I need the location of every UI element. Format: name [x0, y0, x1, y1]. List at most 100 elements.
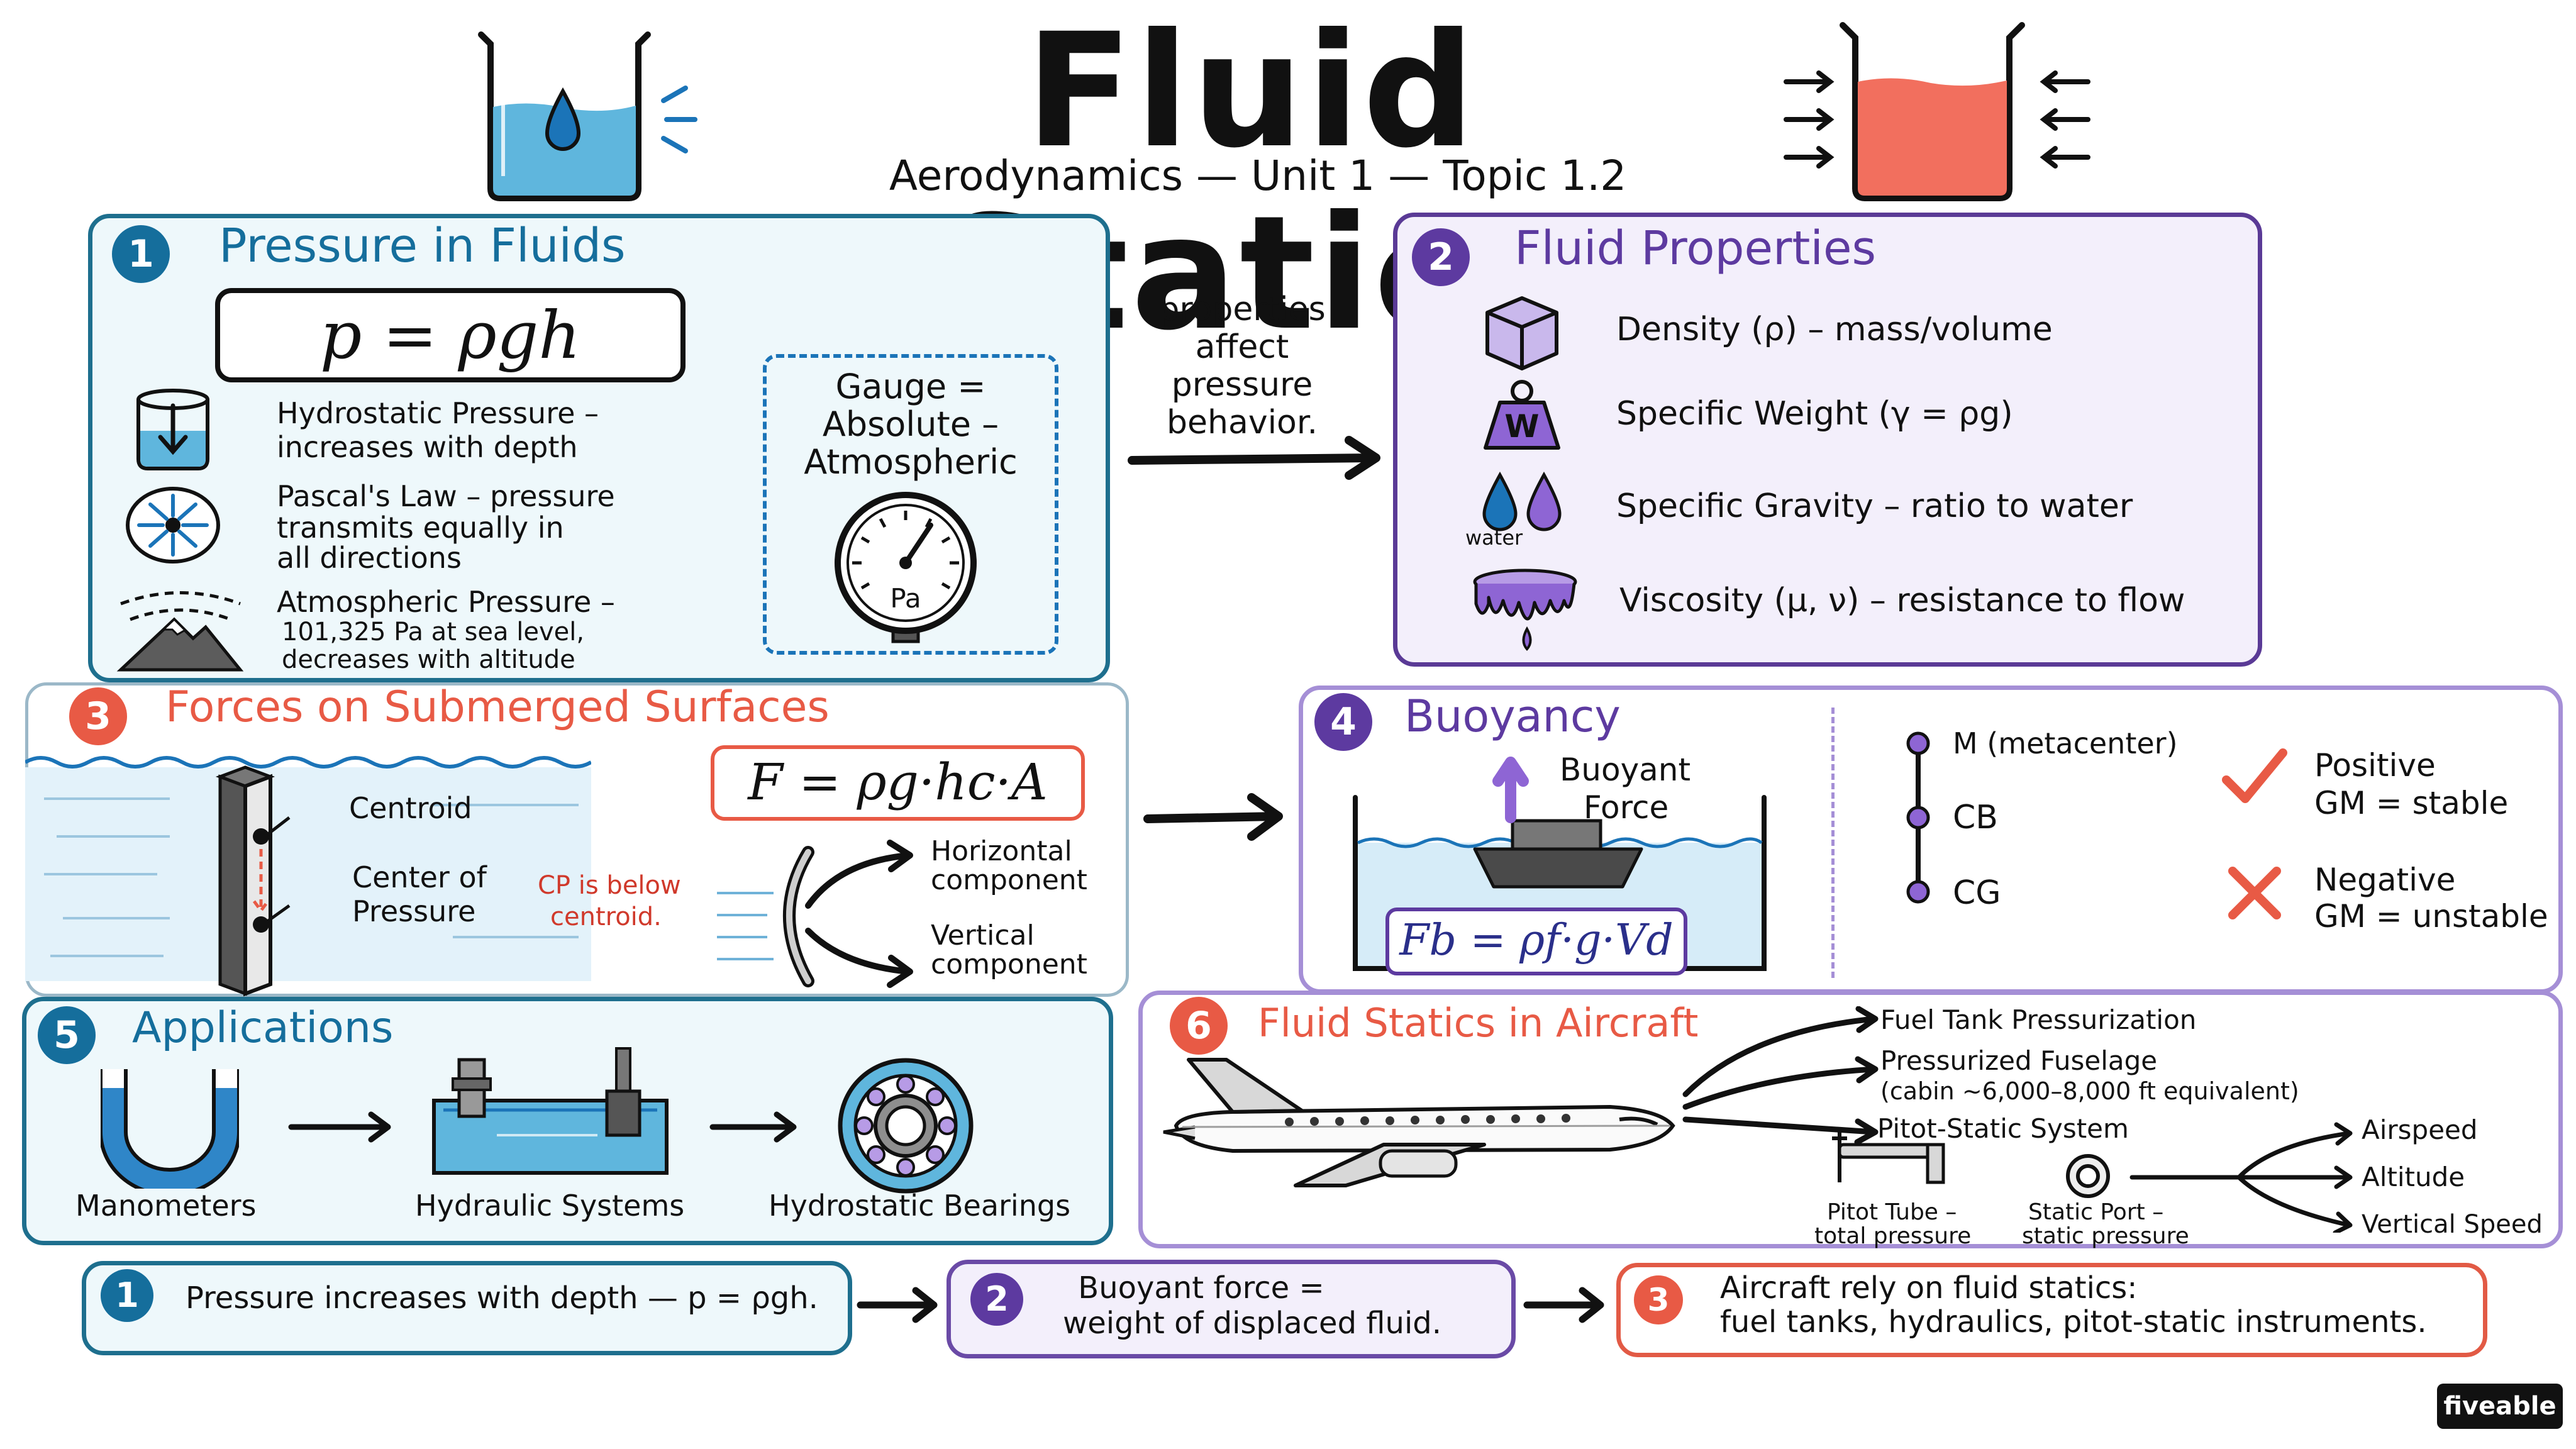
- atmospheric-body: 101,325 Pa at sea level,: [282, 618, 585, 647]
- weight-icon: [1484, 380, 1560, 450]
- hydrostatic-body: increases with depth: [277, 430, 578, 464]
- pascal-body-2: all directions: [277, 541, 462, 575]
- atmospheric-head: Atmospheric Pressure –: [277, 585, 615, 619]
- water-caption: water: [1465, 526, 1523, 550]
- brand-logo: fiveable: [2437, 1384, 2563, 1429]
- manometers-label: Manometers: [75, 1189, 257, 1223]
- summary-card-1: [82, 1261, 852, 1355]
- page-subtitle: Aerodynamics — Unit 1 — Topic 1.2: [889, 152, 1627, 200]
- altitude-label: Altitude: [2362, 1162, 2465, 1192]
- section-number-badge: 4: [1314, 693, 1372, 751]
- gauge-line-1: Gauge =: [835, 367, 986, 406]
- summary-arrow-icon: [1523, 1287, 1604, 1323]
- connector-text: properties affect pressure behavior.: [1132, 291, 1352, 441]
- atmospheric-body-2: decreases with altitude: [282, 645, 575, 674]
- cp-note-1: CP is below: [538, 871, 681, 900]
- gauge-unit-label: Pa: [890, 583, 921, 614]
- connector-text-label: properties affect pressure behavior.: [1158, 291, 1326, 441]
- section-number-badge: 1: [112, 225, 170, 283]
- section-number-badge: 2: [1412, 228, 1470, 286]
- aircraft-branch-arrows: [1682, 1006, 1879, 1145]
- pitot-tube-label-2: total pressure: [1814, 1223, 1972, 1249]
- bearing-icon: [838, 1058, 974, 1194]
- section-title: Fluid Statics in Aircraft: [1258, 1000, 1699, 1046]
- section-number-badge: 3: [69, 687, 127, 745]
- airspeed-label: Airspeed: [2362, 1114, 2478, 1145]
- negative-gm-line-1: Negative: [2314, 862, 2456, 898]
- centroid-label: Centroid: [349, 791, 472, 825]
- cp-label-2: Pressure: [352, 894, 476, 928]
- arrow-right-icon: [288, 1111, 391, 1143]
- brand-label: fiveable: [2443, 1392, 2557, 1421]
- specific-weight-label: Specific Weight (γ = ρg): [1616, 395, 2013, 433]
- section-title: Fluid Properties: [1514, 221, 1877, 275]
- summary-number-badge: 1: [101, 1269, 153, 1322]
- negative-gm-line-2: GM = unstable: [2314, 898, 2548, 935]
- pitot-static-label: Pitot-Static System: [1877, 1113, 2129, 1144]
- gauge-box: [763, 354, 1058, 655]
- hydrostatic-head: Hydrostatic Pressure –: [277, 396, 599, 430]
- section-number-badge: 6: [1170, 997, 1228, 1055]
- cube-icon: [1485, 296, 1558, 370]
- summary-text-2-line-2: weight of displaced fluid.: [1063, 1306, 1442, 1341]
- droplets-icon: [1482, 471, 1562, 531]
- check-icon: [2222, 748, 2287, 803]
- pascal-head: Pascal's Law – pressure: [277, 479, 615, 513]
- cross-icon: [2228, 867, 2281, 919]
- cb-label: CB: [1953, 799, 1998, 836]
- viscosity-label: Viscosity (μ, ν) – resistance to flow: [1619, 582, 2185, 619]
- hydrostatic-bearings-label: Hydrostatic Bearings: [769, 1189, 1071, 1223]
- positive-gm-line-2: GM = stable: [2314, 785, 2509, 821]
- header: Fluid Statics Aerodynamics — Unit 1 — To…: [0, 0, 2576, 365]
- pascal-compass-icon: [126, 487, 220, 564]
- arrow-right-icon: [709, 1111, 797, 1143]
- fuel-tank-label: Fuel Tank Pressurization: [1880, 1004, 2197, 1035]
- specific-gravity-label: Specific Gravity – ratio to water: [1616, 487, 2133, 525]
- summary-text-1: Pressure increases with depth — p = ρgh.: [186, 1280, 818, 1316]
- weight-glyph: W: [1504, 408, 1540, 445]
- gauge-line-3: Atmospheric: [804, 442, 1018, 482]
- manometer-icon: [101, 1069, 239, 1189]
- pressure-formula: p = ρgh: [215, 288, 686, 382]
- buoyancy-formula: Fb = ρf·g·Vd: [1385, 908, 1687, 975]
- summary-number-badge: 2: [970, 1273, 1023, 1326]
- pressure-gauge-icon: [835, 492, 977, 643]
- vertical-speed-label: Vertical Speed: [2362, 1210, 2543, 1239]
- pitot-tube-icon: [1832, 1132, 1945, 1184]
- vertical-label-1: Vertical: [931, 919, 1035, 952]
- summary-text-2-line-1: Buoyant force =: [1078, 1270, 1324, 1306]
- fuselage-label-2: (cabin ~6,000–8,000 ft equivalent): [1880, 1077, 2299, 1105]
- section-title: Forces on Submerged Surfaces: [165, 682, 830, 732]
- summary-card-2: [947, 1260, 1516, 1358]
- red-beaker-icon: [1784, 22, 2090, 201]
- instrument-branch-arrows: [2129, 1122, 2353, 1233]
- airplane-icon: [1163, 1058, 1675, 1187]
- metacenter-label: M (metacenter): [1953, 726, 2178, 760]
- pascal-body: transmits equally in: [277, 511, 564, 545]
- density-label: Density (ρ) – mass/volume: [1616, 311, 2053, 348]
- horizontal-label-1: Horizontal: [931, 835, 1072, 867]
- buoyant-force-label-2: Force: [1584, 789, 1669, 826]
- cg-label: CG: [1953, 874, 2001, 912]
- hydraulic-system-icon: [432, 1047, 669, 1175]
- cp-label-1: Center of: [352, 860, 487, 894]
- blue-beaker-icon: [478, 31, 697, 201]
- viscous-drip-icon: [1473, 569, 1577, 651]
- summary-card-3: [1616, 1263, 2487, 1357]
- summary-number-badge: 3: [1634, 1275, 1683, 1324]
- stability-points-icon: [1906, 731, 1930, 904]
- horizontal-label-2: component: [931, 864, 1087, 896]
- section-title: Buoyancy: [1404, 691, 1621, 742]
- water-tank-illustration: [25, 756, 591, 997]
- vertical-label-2: component: [931, 948, 1087, 980]
- static-port-label-1: Static Port –: [2028, 1199, 2164, 1225]
- cp-note-2: centroid.: [550, 902, 662, 931]
- arrow-to-buoyancy-icon: [1143, 793, 1283, 841]
- curved-surface-components-icon: [717, 840, 913, 988]
- hydraulic-systems-label: Hydraulic Systems: [415, 1189, 685, 1223]
- section-title: Applications: [132, 1003, 394, 1053]
- fuselage-label-1: Pressurized Fuselage: [1880, 1045, 2158, 1076]
- pitot-tube-label-1: Pitot Tube –: [1827, 1199, 1957, 1225]
- buoyancy-divider: [1831, 708, 1835, 978]
- beaker-arrow-icon: [136, 389, 209, 470]
